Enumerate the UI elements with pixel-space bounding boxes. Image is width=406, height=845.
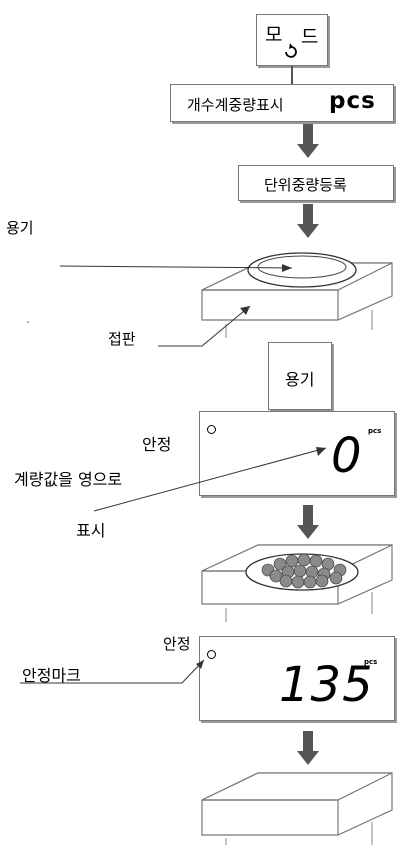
mode-key[interactable]: 모 드: [256, 14, 328, 66]
container-key[interactable]: 용기: [268, 342, 332, 410]
zero-leader: [93, 447, 327, 512]
step-count-display-label: 개수계중량표시: [187, 96, 284, 114]
down-arrow-3: [297, 505, 319, 539]
down-arrow-2: [297, 204, 319, 238]
stable-mark-label: 안정마크: [22, 666, 81, 685]
container-key-label: 용기: [285, 370, 315, 389]
display-zero: 0 pcs: [199, 411, 395, 496]
container-label: 용기: [6, 219, 34, 237]
step-count-display: 개수계중량표시 pcs: [170, 84, 394, 122]
rotate-arrow-icon: [285, 43, 297, 58]
display-zero-unit: pcs: [368, 427, 382, 435]
display-zero-value: 0: [331, 428, 363, 484]
dish: [247, 252, 357, 288]
zero-note-label: 계량값을 영으로: [14, 470, 123, 489]
down-arrow-4: [297, 731, 319, 765]
mode-key-left-label: 모: [265, 24, 283, 46]
display-count: 135 pcs: [199, 636, 395, 721]
pan-label: 접판: [108, 330, 136, 348]
display-count-unit: pcs: [364, 658, 378, 666]
down-arrow-1: [297, 124, 319, 158]
step-unit-weight: 단위중량등록: [238, 165, 394, 201]
mode-key-right-label: 드: [301, 26, 319, 48]
dish-with-beads: [245, 553, 359, 591]
display-count-value: 135: [279, 657, 374, 713]
stable-label-1: 안정: [142, 435, 172, 454]
scale-pan-3: [201, 772, 393, 845]
show-note-label: 표시: [76, 521, 106, 540]
step-unit-weight-label: 단위중량등록: [264, 176, 347, 194]
stable-label-2: 안정: [163, 635, 191, 653]
stable-mark-leader: [20, 659, 205, 684]
stable-indicator-circle: [207, 650, 216, 659]
step-count-display-unit: pcs: [329, 88, 376, 114]
stable-indicator-circle: [207, 425, 216, 434]
container-leader: [59, 265, 293, 269]
pan-leader: [158, 305, 251, 347]
